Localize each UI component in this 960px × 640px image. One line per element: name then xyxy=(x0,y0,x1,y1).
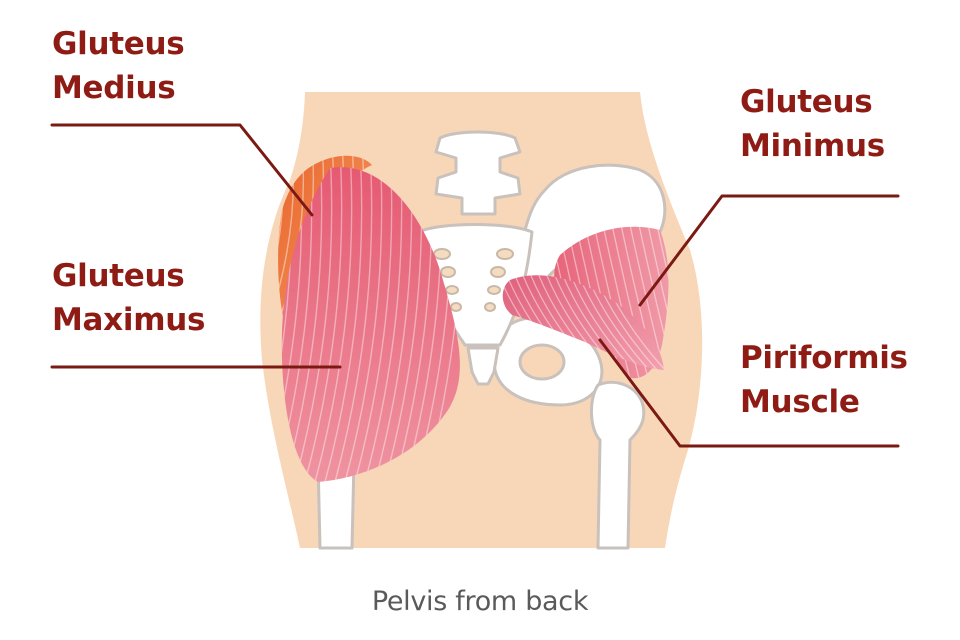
leader-line-gluteus-minimus xyxy=(638,194,900,307)
muscle-fiber xyxy=(521,275,613,370)
label-piriformis: Piriformis Muscle xyxy=(740,340,908,420)
right-femur xyxy=(590,380,646,550)
muscle-fiber xyxy=(585,275,664,370)
muscle-fiber xyxy=(339,167,383,483)
diagram-caption: Pelvis from back xyxy=(371,586,589,617)
muscle-fiber xyxy=(545,275,637,370)
leader-lines xyxy=(50,123,900,448)
muscle-fiber xyxy=(505,275,597,370)
muscle-fiber xyxy=(220,150,262,500)
pelvis-bones xyxy=(316,130,667,550)
label-gluteus-maximus: Gluteus Maximus xyxy=(52,258,206,338)
muscle-fiber xyxy=(577,275,664,370)
muscle-fiber xyxy=(637,226,669,379)
muscle-fiber xyxy=(655,226,669,379)
muscle-fiber xyxy=(610,226,652,379)
muscle-fiber xyxy=(593,275,664,370)
muscle-fiber xyxy=(561,275,653,370)
muscle-fiber xyxy=(309,167,353,483)
leader-line-gluteus-medius xyxy=(50,123,314,217)
leader-line-piriformis xyxy=(598,338,900,448)
muscle-fiber xyxy=(569,275,661,370)
muscle-fiber xyxy=(513,275,605,370)
muscle-fiber xyxy=(299,167,343,483)
muscle-fiber xyxy=(289,167,333,483)
muscle-fiber xyxy=(537,275,629,370)
sacral-foramina xyxy=(433,248,514,312)
muscle-fiber xyxy=(553,275,645,370)
muscle-fiber xyxy=(349,167,393,483)
coccyx xyxy=(466,346,500,386)
label-gluteus-minimus: Gluteus Minimus xyxy=(740,84,885,164)
muscle-fiber xyxy=(210,150,252,500)
lumbar-vertebra xyxy=(434,130,522,216)
muscle-fiber xyxy=(319,167,363,483)
obturator-foramen xyxy=(518,343,566,381)
muscle-fiber xyxy=(232,145,263,340)
muscle-fiber xyxy=(601,226,643,379)
muscle-fiber xyxy=(329,167,373,483)
label-gluteus-medius: Gluteus Medius xyxy=(52,26,185,106)
muscle-fiber xyxy=(502,275,589,370)
muscle-fiber xyxy=(646,226,669,379)
muscle-fiber xyxy=(529,275,621,370)
